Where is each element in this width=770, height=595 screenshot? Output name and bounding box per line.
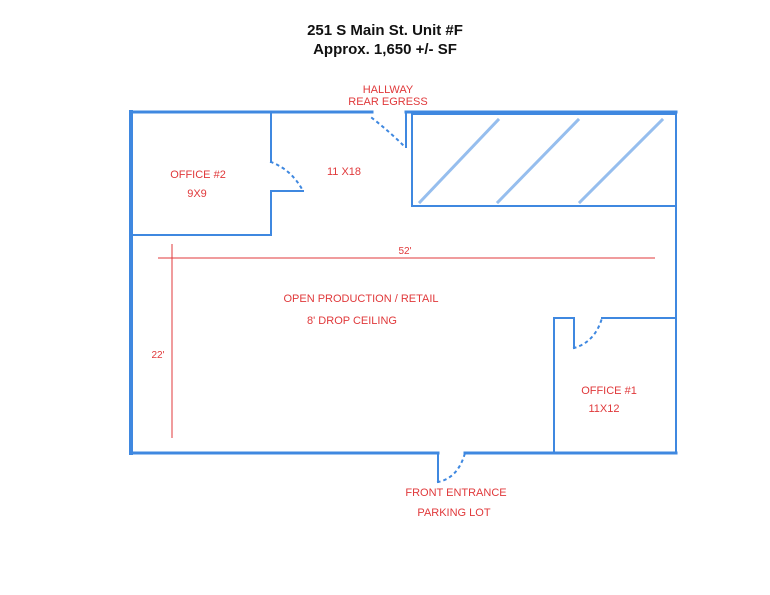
office-1-walls [553, 317, 677, 454]
office-2-name: OFFICE #2 [170, 169, 226, 181]
rear-egress-text: REAR EGRESS [348, 96, 428, 108]
office-2-size: 9X9 [187, 188, 207, 200]
storage-block [405, 111, 677, 207]
hallway-text: HALLWAY [362, 84, 414, 96]
floorplan-area-title: Approx. 1,650 +/- SF [313, 41, 457, 58]
depth-dimension: 22' [151, 350, 165, 361]
hallway-label: HALLWAY REAR EGRESS [348, 84, 427, 108]
door-swings [269, 116, 604, 484]
office-2-walls [130, 111, 304, 236]
ceiling-label: 8' DROP CEILING [307, 315, 397, 327]
main-area-label: OPEN PRODUCTION / RETAIL [283, 293, 439, 305]
hall-room-size: 11 X18 [326, 166, 362, 178]
office-1-name: OFFICE #1 [581, 385, 637, 397]
office-1-size: 11X12 [588, 403, 620, 415]
dimension-lines [158, 244, 655, 438]
outer-walls [129, 110, 678, 455]
width-dimension: 52' [398, 246, 412, 257]
front-entrance-label: FRONT ENTRANCE [405, 487, 507, 499]
parking-lot-label: PARKING LOT [417, 507, 491, 519]
floorplan-address-title: 251 S Main St. Unit #F [307, 22, 463, 39]
